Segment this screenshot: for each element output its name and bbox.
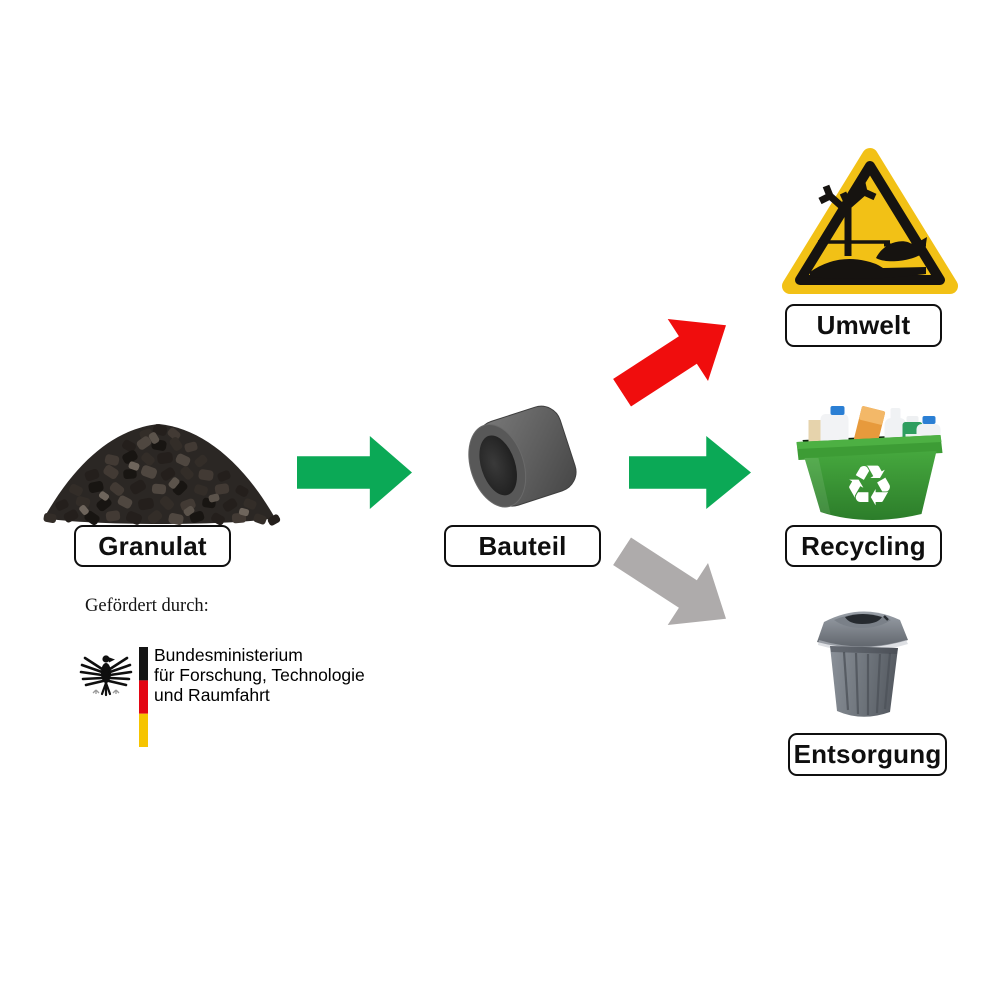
ministry-name: Bundesministerium für Forschung, Technol… (154, 645, 365, 705)
entsorgung-label-text: Entsorgung (793, 739, 942, 769)
flow-arrow-bauteil-recycling (629, 436, 751, 509)
granulate-pile-icon (34, 398, 284, 530)
green-arrow-icon (629, 436, 751, 509)
granulat-label-text: Granulat (98, 530, 207, 561)
label-entsorgung: Entsorgung (788, 733, 947, 776)
label-recycling: Recycling (785, 525, 942, 567)
flow-arrow-bauteil-entsorgung (602, 520, 746, 650)
recycling-bin-icon: ♻ (784, 398, 950, 524)
ministry-name-line2: für Forschung, Technologie (154, 665, 365, 685)
label-granulat: Granulat (74, 525, 231, 567)
trash-can-icon (800, 596, 925, 728)
ministry-name-line1: Bundesministerium (154, 645, 303, 665)
federal-eagle-icon (76, 643, 136, 701)
umwelt-label-text: Umwelt (816, 310, 911, 340)
metal-bushing-icon (452, 396, 590, 520)
carton-icon (808, 420, 823, 446)
red-arrow-icon (613, 318, 726, 407)
ministry-name-line3: und Raumfahrt (154, 685, 270, 705)
german-flag-stripe (139, 647, 148, 747)
milk-jug-icon (820, 414, 849, 448)
label-bauteil: Bauteil (444, 525, 601, 567)
flow-arrow-granulat-bauteil (297, 436, 412, 509)
gray-arrow-icon (613, 537, 726, 626)
label-umwelt: Umwelt (785, 304, 942, 347)
funding-caption: Gefördert durch: (85, 596, 209, 616)
recycle-symbol-icon: ♻ (844, 454, 894, 519)
flow-arrow-bauteil-umwelt (602, 294, 746, 424)
recycling-label-text: Recycling (801, 530, 926, 561)
bauteil-label-text: Bauteil (478, 530, 567, 561)
environmental-hazard-sign-icon (780, 146, 960, 298)
green-arrow-icon (297, 436, 412, 509)
